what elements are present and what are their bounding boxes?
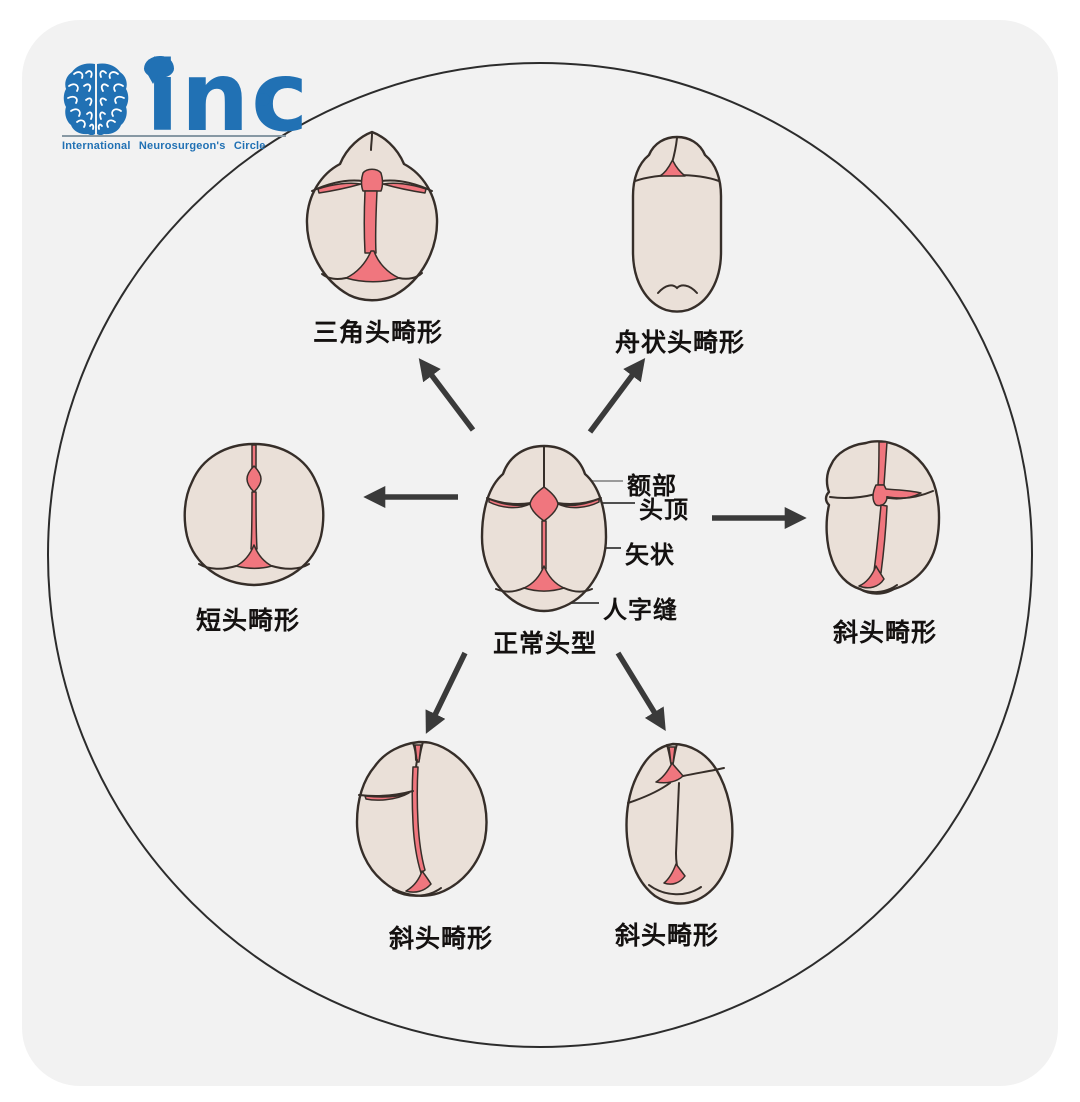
label-plagiocephaly-bottom-right: 斜头畸形 (614, 922, 720, 950)
annotation-lambdoid: 人字缝 (603, 597, 678, 624)
label-plagiocephaly-right: 斜头畸形 (832, 619, 938, 647)
annotation-sagittal: 矢状 (625, 542, 675, 569)
inc-logo: inc International Neurosurgeon's Circle (62, 44, 312, 160)
outer-circle (47, 62, 1033, 1048)
annotation-vertex: 头顶 (639, 497, 689, 524)
skull-plagiocephaly-bottom-right-illustration (621, 741, 739, 909)
skull-brachycephaly-illustration (180, 440, 328, 590)
label-normal-head: 正常头型 (492, 630, 598, 658)
label-scaphocephaly: 舟状头畸形 (614, 329, 746, 357)
skull-plagiocephaly-bottom-left-illustration (351, 739, 493, 905)
annotation-frontal: 额部 (627, 473, 677, 500)
logo-divider-line (62, 135, 286, 137)
logo-tagline: International Neurosurgeon's Circle (62, 140, 266, 152)
logo-i-dot-blob (144, 56, 174, 84)
label-plagiocephaly-bottom-left: 斜头畸形 (388, 925, 494, 953)
brain-icon (63, 63, 129, 136)
label-brachycephaly: 短头畸形 (195, 607, 301, 635)
skull-scaphocephaly-illustration (626, 134, 728, 314)
skull-plagiocephaly-right-illustration (820, 438, 948, 598)
skull-trigonocephaly-illustration (301, 129, 443, 307)
skull-normal-illustration (478, 443, 610, 615)
logo-c-dot (257, 93, 270, 106)
label-trigonocephaly: 三角头畸形 (312, 319, 444, 347)
